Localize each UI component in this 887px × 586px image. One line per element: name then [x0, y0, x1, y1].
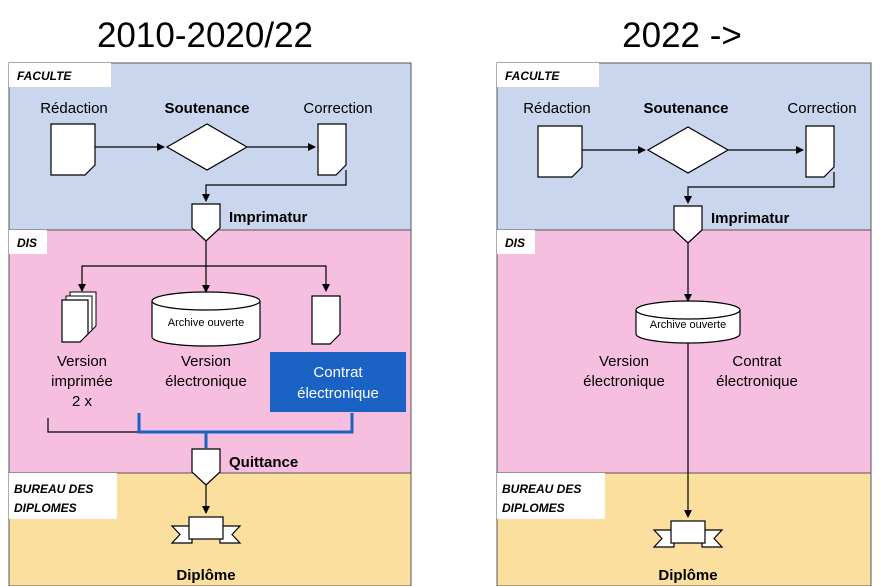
right-arrow-correction-imprimatur — [684, 172, 835, 204]
left-version-electronique-line-2: électronique — [165, 373, 247, 390]
right-imprimatur-label: Imprimatur — [711, 210, 790, 227]
right-lane-bureau-label-2: DIPLOMES — [502, 501, 565, 515]
left-version-imprimee-line-3: 2 x — [72, 393, 93, 410]
right-redaction-document-icon — [537, 125, 583, 178]
left-lane-bureau-tab — [9, 473, 117, 519]
right-contrat-line-1: Contrat — [732, 353, 782, 370]
left-quittance-icon — [191, 448, 221, 486]
right-soutenance-label: Soutenance — [643, 100, 728, 117]
left-contrat-line-2: électronique — [297, 385, 379, 402]
right-lane-dis — [496, 229, 872, 474]
right-version-electronique-line-1: Version — [599, 353, 649, 370]
right-contrat-line-2: électronique — [716, 373, 798, 390]
left-diplome-label: Diplôme — [176, 567, 235, 584]
left-contrat-line-1: Contrat — [313, 364, 363, 381]
right-archive-database-icon — [635, 300, 741, 344]
left-imprimatur-label: Imprimatur — [229, 209, 308, 226]
left-contrat-highlight-box — [270, 352, 406, 412]
left-arrow-to-contrat — [206, 265, 330, 292]
left-version-imprimee-line-1: Version — [57, 353, 107, 370]
left-lane-dis-tab — [9, 230, 47, 254]
left-redaction-label: Rédaction — [40, 100, 108, 117]
left-lane-faculte-tab — [9, 63, 111, 87]
right-diagram: 2022 -> FACULTE DIS BUREAU DES DIPLOMES … — [496, 16, 872, 586]
right-title: 2022 -> — [622, 16, 742, 55]
left-redaction-document-icon — [50, 123, 96, 176]
left-lane-bureau-label-2: DIPLOMES — [14, 501, 77, 515]
left-diplome-ribbon-icon — [170, 516, 242, 544]
left-version-imprimee-line-2: imprimée — [51, 373, 113, 390]
left-lane-faculte-label: FACULTE — [17, 69, 72, 83]
left-lane-bureau-label-1: BUREAU DES — [14, 482, 93, 496]
left-imprimatur-icon — [191, 203, 221, 242]
left-archive-label: Archive ouverte — [168, 317, 244, 329]
right-correction-label: Correction — [787, 100, 856, 117]
right-version-electronique-line-2: électronique — [583, 373, 665, 390]
left-archive-database-icon — [151, 291, 261, 347]
right-diplome-label: Diplôme — [658, 567, 717, 584]
right-lane-bureau-tab — [497, 473, 605, 519]
left-arrow-to-version-imprimee — [78, 265, 206, 292]
left-soutenance-label: Soutenance — [164, 100, 249, 117]
left-diagram: 2010-2020/22 FACULTE DIS BUREAU DES DIPL… — [8, 16, 412, 586]
right-lane-faculte-label: FACULTE — [505, 69, 560, 83]
right-redaction-label: Rédaction — [523, 100, 591, 117]
left-version-imprimee-stack-icon — [61, 291, 97, 343]
left-contrat-document-icon — [311, 295, 341, 345]
left-title: 2010-2020/22 — [97, 16, 313, 55]
right-lane-faculte-tab — [497, 63, 599, 87]
left-arrow-correction-imprimatur — [202, 170, 347, 202]
left-bracket-blue — [137, 413, 354, 434]
right-lane-dis-tab — [497, 230, 535, 254]
right-diplome-ribbon-icon — [652, 520, 724, 548]
right-archive-label: Archive ouverte — [650, 319, 726, 331]
left-version-electronique-line-1: Version — [181, 353, 231, 370]
left-correction-document-icon — [317, 123, 347, 176]
right-lane-dis-label: DIS — [505, 236, 525, 250]
left-correction-label: Correction — [303, 100, 372, 117]
right-correction-document-icon — [805, 125, 835, 178]
right-imprimatur-icon — [673, 205, 703, 244]
left-lane-dis-label: DIS — [17, 236, 37, 250]
right-lane-bureau-label-1: BUREAU DES — [502, 482, 581, 496]
left-quittance-label: Quittance — [229, 454, 298, 471]
